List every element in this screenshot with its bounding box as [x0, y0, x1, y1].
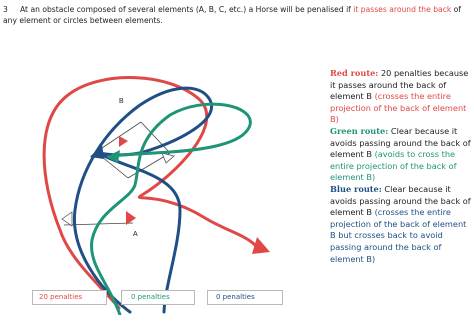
label-b: B [119, 98, 124, 105]
legend-blue: Blue route: Clear because it avoids pass… [330, 184, 472, 265]
list-number: 3 [3, 5, 8, 14]
green-penalty-box: 0 penalties [121, 290, 195, 305]
green-route-text: Clear because it avoids passing around t… [330, 125, 471, 160]
blue-route-text: Clear because it avoids passing around t… [330, 183, 471, 218]
intro-text-end: of any element or circles between elemen… [3, 5, 461, 25]
flag-red-a [126, 211, 136, 225]
blue-penalty-box: 0 penalties [207, 290, 283, 305]
label-a: A [133, 231, 138, 238]
flag-white-a [61, 211, 73, 227]
blue-route-tail [96, 151, 182, 314]
route-diagram: B A [42, 76, 270, 315]
green-route [90, 102, 252, 315]
legend-green: Green route: Clear because it avoids pas… [330, 126, 472, 184]
blue-route-heading: Blue route: [330, 183, 382, 194]
red-penalty-box: 20 penalties [32, 290, 107, 305]
blue-arrowhead [90, 144, 104, 159]
element-b: B [95, 98, 175, 179]
blue-route [72, 86, 214, 314]
intro-text: At an obstacle composed of several eleme… [20, 5, 351, 14]
red-arrowhead [252, 237, 270, 254]
green-arrowhead [106, 150, 120, 163]
intro-highlight: it passes around the back [353, 5, 452, 14]
red-route [42, 76, 257, 310]
blue-route-note: (crosses the entire projection of the ba… [330, 207, 467, 264]
intro-paragraph: 3 At an obstacle composed of several elem… [3, 5, 469, 26]
green-route-heading: Green route: [330, 125, 389, 136]
flag-red-b [119, 136, 128, 147]
red-route-heading: Red route: [330, 68, 379, 78]
red-route-note: (crosses the entire projection of the ba… [330, 91, 467, 125]
green-route-note: (avoids to cross the entire projection o… [330, 149, 457, 183]
legend-red: Red route: 20 penalties because it passe… [330, 68, 472, 126]
route-legend: Red route: 20 penalties because it passe… [330, 68, 472, 265]
red-route-text: 20 penalties because it passes around th… [330, 68, 469, 102]
flag-white-b [161, 152, 175, 164]
